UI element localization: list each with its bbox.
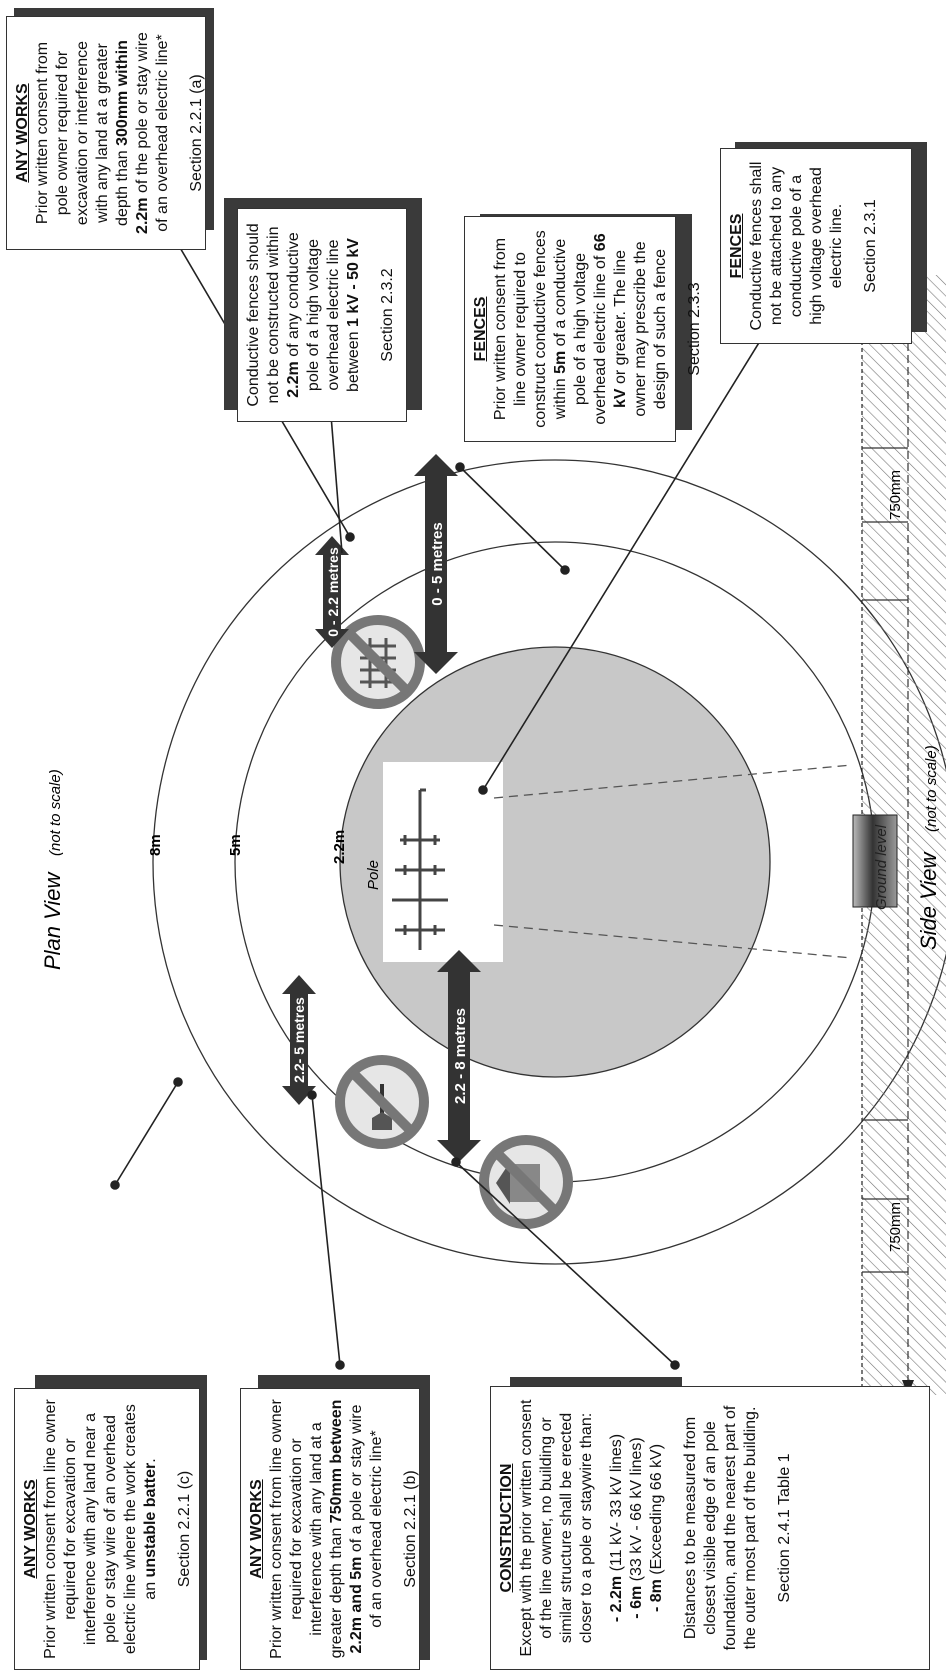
callout-body: Except with the prior written consent of… xyxy=(517,1397,597,1659)
clearance-item: - 8m (Exceeding 66 kV) xyxy=(647,1397,667,1659)
clearance-distance: - 8m xyxy=(648,1579,665,1612)
arrow-label-2-2-5: 2.2- 5 metres xyxy=(291,997,307,1083)
arrow-label-0-2-2: 0 - 2.2 metres xyxy=(325,547,341,637)
callout-text xyxy=(114,86,131,90)
callout-section: Section 2.2.1 (b) xyxy=(401,1399,421,1659)
callout-emphasis: 5m xyxy=(552,351,569,374)
callout-title: ANY WORKS xyxy=(247,1399,267,1659)
arrow-label-0-5: 0 - 5 metres xyxy=(429,522,446,605)
callout-emphasis: 300mm xyxy=(114,91,131,146)
callout-text: . xyxy=(142,1458,159,1462)
callout-emphasis: 2.2m xyxy=(285,361,302,397)
callout-conductive-fences-2-2m: Conductive fences should not be construc… xyxy=(237,208,407,422)
callout-section: Section 2.3.2 xyxy=(378,219,398,411)
dim-label-right: 750mm xyxy=(887,470,904,520)
callout-title: ANY WORKS xyxy=(21,1399,41,1659)
callout-fences-5m: FENCES Prior written consent from line o… xyxy=(464,216,676,442)
side-view-note: (not to scale) xyxy=(923,745,940,832)
callout-title: FENCES xyxy=(471,227,491,431)
clearance-voltage: (33 kV - 66 kV lines) xyxy=(628,1437,645,1586)
callout-body: Prior written consent from line owner re… xyxy=(41,1399,161,1659)
clearance-voltage: (Exceeding 66 kV) xyxy=(648,1444,665,1579)
no-construction-sign xyxy=(484,1140,568,1224)
callout-emphasis: unstable batter xyxy=(142,1463,159,1578)
plan-view-title: Plan View (not to scale) xyxy=(40,769,65,970)
clearance-item: - 2.2m (11 kV- 33 kV lines) xyxy=(607,1397,627,1659)
callout-any-works-300mm: ANY WORKS Prior written consent from pol… xyxy=(6,16,206,250)
callout-fences-attached: FENCES Conductive fences shall not be at… xyxy=(720,148,912,344)
clearance-distance: - 6m xyxy=(628,1586,645,1619)
ring-label-2-2m: 2.2m xyxy=(331,830,348,864)
callout-title: FENCES xyxy=(727,159,747,333)
clearance-voltage: (11 kV- 33 kV lines) xyxy=(608,1434,625,1576)
clearance-list: - 2.2m (11 kV- 33 kV lines) - 6m (33 kV … xyxy=(607,1397,667,1659)
clearance-item: - 6m (33 kV - 66 kV lines) xyxy=(627,1397,647,1659)
callout-section: Section 2.2.1 (c) xyxy=(175,1399,195,1659)
callout-body: Prior written consent from line owner re… xyxy=(267,1399,387,1659)
callout-title: CONSTRUCTION xyxy=(497,1397,517,1659)
callout-construction: CONSTRUCTION Except with the prior writt… xyxy=(490,1386,930,1670)
arrow-0-2-2-metres: 0 - 2.2 metres xyxy=(315,536,349,648)
plan-view-label: Plan View xyxy=(40,870,65,970)
callout-any-works-750mm: ANY WORKS Prior written consent from lin… xyxy=(240,1388,420,1670)
callout-section: Section 2.4.1 Table 1 xyxy=(775,1397,795,1659)
callout-body: Conductive fences should not be construc… xyxy=(244,219,364,411)
callout-title: ANY WORKS xyxy=(13,27,33,239)
callout-any-works-unstable-batter: ANY WORKS Prior written consent from lin… xyxy=(14,1388,200,1670)
ring-label-8m: 8m xyxy=(147,834,164,856)
no-fence-sign xyxy=(336,620,420,704)
clearance-distance: - 2.2m xyxy=(608,1576,625,1622)
ground-level-label: Ground level xyxy=(873,824,890,910)
no-digging-sign xyxy=(340,1060,424,1144)
dim-label-left: 750mm xyxy=(887,1202,904,1252)
callout-note: Distances to be measured from closest vi… xyxy=(681,1397,761,1659)
arrow-label-2-2-8: 2.2 - 8 metres xyxy=(452,1008,469,1104)
side-view-label: Side View xyxy=(916,850,941,950)
arrow-2-2-5-metres: 2.2- 5 metres xyxy=(282,975,316,1105)
ring-label-5m: 5m xyxy=(227,834,244,856)
callout-body: Prior written consent from line owner re… xyxy=(491,227,671,431)
callout-section: Section 2.3.1 xyxy=(861,159,881,333)
callout-text: Conductive fences should not be construc… xyxy=(245,223,282,406)
callout-section: Section 2.2.1 (a) xyxy=(187,27,207,239)
arrow-0-5-metres: 0 - 5 metres xyxy=(414,454,458,674)
callout-body: Prior written consent from pole owner re… xyxy=(33,27,173,239)
callout-emphasis: 1 kV - 50 kV xyxy=(345,238,362,327)
callout-body: Conductive fences shall not be attached … xyxy=(747,159,847,333)
plan-view-note: (not to scale) xyxy=(47,769,64,856)
callout-section: Section 2.3.3 xyxy=(685,227,705,431)
pole-label: Pole xyxy=(365,860,382,890)
